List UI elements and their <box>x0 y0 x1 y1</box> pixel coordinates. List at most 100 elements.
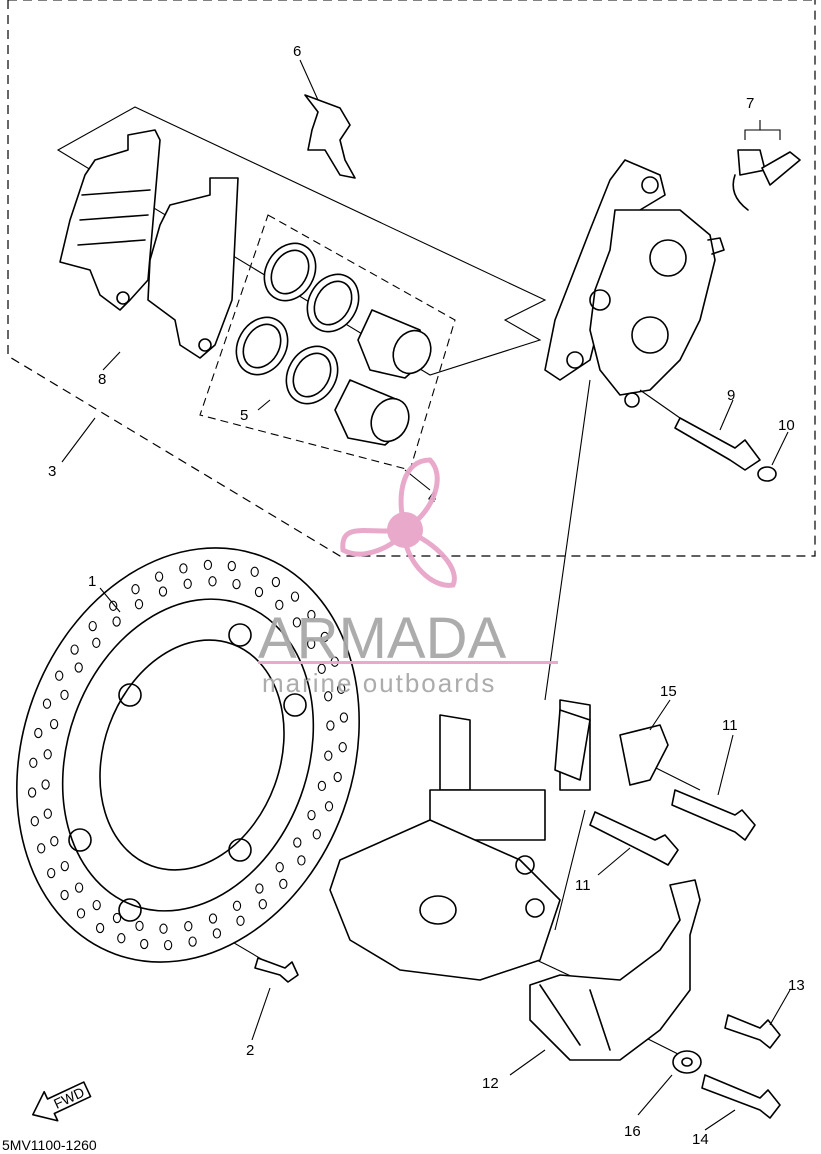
disc-vent-hole <box>163 939 173 951</box>
disc-vent-hole <box>203 559 213 571</box>
disc-vent-hole <box>208 576 217 587</box>
disc-vent-hole <box>290 591 300 602</box>
disc-vent-hole <box>70 644 79 655</box>
callout-2: 2 <box>246 1042 254 1059</box>
disc-vent-hole <box>37 843 46 854</box>
disc-vent-hole <box>134 599 144 610</box>
disc-vent-hole <box>60 689 69 701</box>
disc-vent-hole <box>183 578 192 589</box>
disc-vent-hole <box>34 727 43 739</box>
disc-vent-hole <box>43 749 52 760</box>
disc-vent-hole <box>275 599 284 611</box>
disc-vent-hole <box>158 586 168 597</box>
disc-vent-hole <box>227 560 236 572</box>
callout-14: 14 <box>692 1131 709 1148</box>
disc-vent-hole <box>95 922 105 934</box>
disc-vent-hole <box>275 862 284 873</box>
assembly-boundary <box>7 0 816 557</box>
callout-7: 7 <box>746 95 754 112</box>
disc-vent-hole <box>49 718 59 730</box>
callout-3: 3 <box>48 463 56 480</box>
front-fork-leg <box>329 699 591 981</box>
bleed-screw <box>732 120 801 211</box>
brake-caliper <box>544 159 725 408</box>
callout-11-lower: 11 <box>575 877 591 894</box>
disc-vent-hole <box>131 584 140 595</box>
disc-vent-hole <box>236 915 245 926</box>
disc-vent-hole <box>271 576 281 588</box>
disc-vent-hole <box>320 631 329 643</box>
disc-vent-hole <box>117 933 126 944</box>
callout-10: 10 <box>778 417 795 434</box>
diagram-code: 5MV1100-1260 <box>2 1137 97 1153</box>
disc-vent-hole <box>337 683 346 694</box>
watermark-tagline: marine outboards <box>262 668 496 698</box>
caliper-pistons <box>334 309 432 446</box>
disc-vent-hole <box>292 617 302 628</box>
disc-vent-holes <box>27 559 349 951</box>
callout-6: 6 <box>293 43 301 60</box>
disc-vent-hole <box>179 563 188 574</box>
disc-vent-hole <box>30 816 39 827</box>
fwd-label: FWD <box>51 1084 87 1112</box>
disc-vent-hole <box>338 742 347 753</box>
disc-vent-hole <box>92 899 101 911</box>
disc-vent-hole <box>27 787 37 798</box>
disc-vent-hole <box>109 600 118 611</box>
disc-vent-hole <box>60 860 69 872</box>
disc-vent-hole <box>317 663 326 674</box>
disc-vent-hole <box>307 809 316 821</box>
callout-16: 16 <box>624 1123 641 1140</box>
brake-disc <box>16 547 360 963</box>
disc-vent-hole <box>232 900 242 911</box>
disc-vent-hole <box>279 878 288 890</box>
disc-vent-hole <box>92 637 101 648</box>
disc-vent-hole <box>55 670 64 681</box>
disc-vent-hole <box>297 855 306 866</box>
pad-spring <box>304 94 356 179</box>
callout-12: 12 <box>482 1075 499 1092</box>
callout-8: 8 <box>98 371 106 388</box>
disc-vent-hole <box>188 936 197 947</box>
disc-vent-hole <box>317 780 327 792</box>
disc-vent-hole <box>112 912 122 924</box>
pin-plug <box>757 466 777 482</box>
disc-vent-hole <box>60 889 69 901</box>
disc-vent-hole <box>324 750 333 761</box>
disc-vent-hole <box>76 908 86 919</box>
disc-vent-hole <box>324 801 334 812</box>
watermark-brand: ARMADA <box>258 606 506 671</box>
disc-vent-hole <box>43 808 52 819</box>
watermark-rule <box>258 661 558 664</box>
disc-vent-hole <box>154 571 164 582</box>
guide-bolt-lower <box>589 811 679 866</box>
callout-13: 13 <box>788 977 805 994</box>
disc-vent-hole <box>250 566 259 577</box>
callout-15: 15 <box>660 683 677 700</box>
disc-vent-hole <box>232 578 241 590</box>
callout-leaders <box>61 59 791 1131</box>
callout-5: 5 <box>240 407 248 424</box>
brake-pad-front <box>59 129 161 311</box>
disc-vent-hole <box>135 920 144 932</box>
watermark: ARMADA marine outboards <box>258 457 558 698</box>
disc-vent-hole <box>50 836 59 847</box>
disc-vent-hole <box>47 867 56 879</box>
disc-vent-hole <box>333 771 342 783</box>
disc-vent-hole <box>307 609 316 621</box>
propeller-logo-icon <box>340 457 457 588</box>
disc-vent-hole <box>74 662 83 673</box>
fwd-arrow-icon: FWD <box>32 1081 92 1122</box>
disc-vent-hole <box>29 757 38 768</box>
disc-vent-hole <box>159 923 168 934</box>
callout-9: 9 <box>727 387 735 404</box>
pad-pin <box>674 417 761 471</box>
disc-vent-hole <box>258 899 267 910</box>
disc-vent-hole <box>212 928 222 939</box>
caliper-seals <box>235 242 360 405</box>
disc-vent-hole <box>324 691 333 702</box>
hose-guide <box>554 709 669 786</box>
disc-vent-hole <box>208 913 218 924</box>
cover-bolt-13 <box>724 1014 781 1049</box>
